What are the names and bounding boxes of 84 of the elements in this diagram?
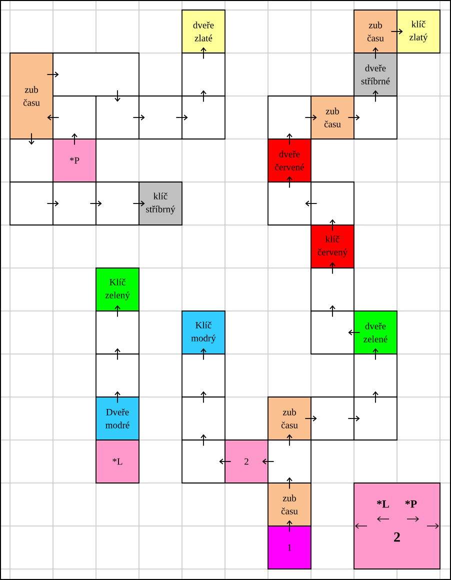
arrow — [304, 416, 317, 422]
maze-cell — [138, 96, 182, 140]
maze-cell — [310, 182, 354, 226]
maze-cell — [182, 354, 226, 398]
maze-cell: Klíč modrý — [182, 310, 226, 354]
maze-cell: klíč zlatý — [396, 10, 440, 54]
maze-cell — [182, 52, 226, 96]
arrow — [114, 391, 120, 404]
maze-cell — [96, 182, 140, 226]
maze-cell: zub času — [268, 396, 312, 440]
maze-cell — [52, 96, 96, 140]
arrow — [286, 133, 292, 146]
maze-cell: dveře červené — [268, 138, 312, 182]
maze-cell — [10, 182, 54, 226]
maze-cell: Dveře modré — [96, 396, 140, 440]
arrow — [390, 28, 403, 34]
arrow — [200, 348, 206, 360]
arrow — [286, 520, 292, 532]
arrow — [262, 458, 274, 464]
arrow — [200, 47, 206, 60]
arrow — [114, 348, 120, 360]
arrow — [219, 458, 232, 464]
arrow — [348, 114, 360, 120]
arrow — [200, 391, 206, 404]
maze-cell — [354, 396, 398, 440]
arrow — [305, 200, 318, 206]
maze-cell: 1 — [268, 526, 312, 570]
maze-cell — [268, 182, 312, 226]
maze-cell — [182, 396, 226, 440]
maze-cell — [310, 268, 354, 312]
maze-cell — [96, 96, 140, 140]
arrow — [348, 416, 360, 422]
maze-cell — [52, 182, 96, 226]
arrow — [372, 47, 378, 60]
arrow — [200, 434, 206, 446]
maze-cell — [310, 396, 354, 440]
maze-cell — [354, 354, 398, 398]
arrow — [46, 72, 59, 78]
arrow — [28, 132, 34, 145]
arrow — [286, 477, 292, 490]
maze-cell: *P — [52, 138, 96, 182]
arrow — [132, 114, 145, 120]
maze-cell: klíč červený — [310, 224, 354, 268]
maze-cell: dveře stříbrné — [354, 52, 398, 96]
maze-cell — [10, 138, 54, 182]
maze-cell: klíč stříbrný — [138, 182, 182, 226]
arrow — [330, 219, 336, 232]
maze-cell — [182, 440, 226, 484]
arrow — [330, 262, 336, 274]
maze-cell: Klíč zelený — [96, 268, 140, 312]
arrow — [176, 114, 188, 120]
maze-cell — [310, 310, 354, 354]
maze-cell: *L *P 2 — [354, 482, 440, 570]
arrow — [304, 114, 317, 120]
maze-cell — [182, 96, 226, 140]
maze-cell: zub času — [354, 10, 398, 54]
maze-cell — [354, 96, 398, 140]
arrow — [372, 391, 378, 404]
maze-cell — [96, 310, 140, 354]
maze-cell — [96, 354, 140, 398]
maze-cell: zub času — [10, 52, 54, 140]
maze-cell: zub času — [268, 482, 312, 526]
maze-cell: zub času — [310, 96, 354, 140]
maze-cell: dveře zlaté — [182, 10, 226, 54]
arrow — [114, 305, 120, 318]
arrow — [47, 114, 60, 120]
arrow — [330, 305, 336, 318]
arrow — [286, 176, 292, 188]
maze-cell — [268, 96, 312, 140]
maze-cell: 2 — [224, 440, 268, 484]
maze-cell: *L — [96, 440, 140, 484]
arrow — [72, 133, 78, 146]
arrow — [372, 90, 378, 102]
arrow — [114, 90, 120, 102]
arrow — [46, 200, 59, 206]
arrow — [372, 348, 378, 360]
arrow — [348, 330, 360, 336]
maze-cell: dveře zelené — [354, 310, 398, 354]
arrow — [132, 200, 145, 206]
arrow — [90, 200, 102, 206]
arrow — [200, 90, 206, 102]
maze-cell — [52, 52, 140, 96]
maze-cell — [268, 440, 312, 484]
arrow — [286, 434, 292, 446]
